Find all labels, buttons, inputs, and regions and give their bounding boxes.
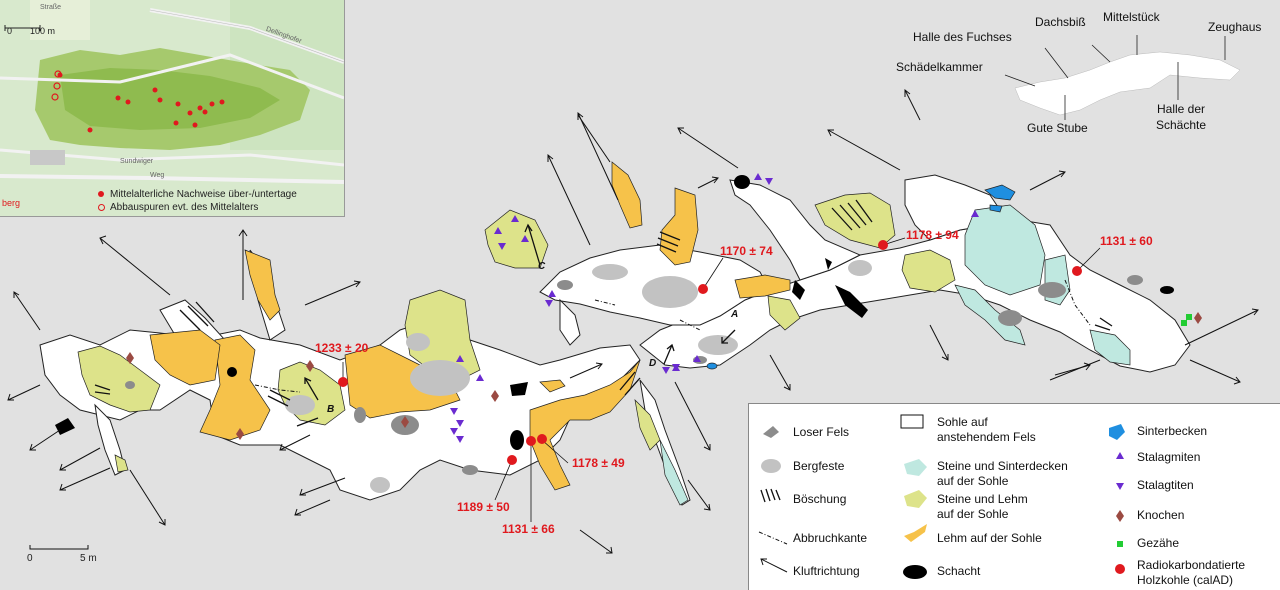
legend-steine-lehm-1: Steine und Lehm [937,492,1028,506]
legend-stalagmiten: Stalagmiten [1137,450,1201,464]
legend-knochen: Knochen [1137,508,1185,522]
legend-steine-lehm-2: auf der Sohle [937,507,1009,521]
legend-lehm: Lehm auf der Sohle [937,531,1042,545]
shafts [55,175,1174,450]
legend-loser-fels: Loser Fels [793,425,850,439]
slopes [94,199,1113,407]
date-label-6: 1189 ± 50 [457,500,510,514]
steine-lehm-areas [77,192,956,473]
sinter-areas [659,204,1131,506]
point-label-a: A [731,309,739,320]
inset-legend-label-1: Mittelalterliche Nachweise über-/unterta… [110,189,297,200]
point-label-d: D [649,358,657,369]
inset-scale-label: 100 m [30,26,56,36]
inset-street-4: Weg [150,172,165,179]
legend-kluftrichtung: Kluftrichtung [793,564,860,578]
label-schaedelkammer: Schädelkammer [896,60,983,74]
date-label-2: 1170 ± 74 [720,244,773,258]
date-label-4: 1131 ± 60 [1100,234,1153,248]
legend-boeschung: Böschung [793,492,847,506]
label-schaechte: Schächte [1156,118,1207,132]
date-label-7: 1131 ± 66 [502,522,555,536]
legend-stalagtiten: Stalagtiten [1137,478,1194,492]
label-halle-des-fuchses: Halle des Fuchses [913,30,1012,44]
legend-panel: Loser Fels Bergfeste Böschung Abbruchkan… [748,403,1280,590]
legend-sinterbecken: Sinterbecken [1137,424,1208,438]
breakoff-edges [254,279,1091,393]
lehm-areas [149,161,791,491]
bones [126,312,1202,440]
inset-street-3: Sundwiger [120,158,154,165]
tools [1181,314,1192,326]
legend-abbruchkante: Abbruchkante [793,531,868,545]
sinter-pools [706,184,1016,370]
legend-sohle-1: Sohle auf [937,415,988,429]
legend-sohle-2: anstehendem Fels [937,430,1036,444]
legend-bergfeste: Bergfeste [793,459,845,473]
inset-map: 0 100 m Straße Dellinghofer Sundwiger We… [0,0,345,217]
inset-legend-item-2: Abbauspuren evt. des Mittelalters [98,201,297,214]
stalagmites [456,173,979,381]
date-label-1: 1233 ± 20 [315,341,369,355]
legend-schacht: Schacht [937,564,981,578]
legend-symbols [758,414,1125,579]
inset-legend-label-2: Abbauspuren evt. des Mittelalters [110,202,259,213]
red-circle-icon [98,203,105,211]
date-label-3: 1178 ± 94 [906,228,959,242]
scale-zero: 0 [27,553,33,564]
point-label-c: C [538,261,546,272]
inset-terrain [0,0,344,216]
inset-legend: Mittelalterliche Nachweise über-/unterta… [98,188,297,214]
scale-bar [29,545,89,550]
legend-sinterdecken-2: auf der Sohle [937,474,1009,488]
label-zeughaus: Zeughaus [1208,20,1262,34]
bergfeste [285,260,872,493]
radiocarbon-dots [338,237,1101,522]
overview-silhouette [1004,35,1241,120]
inset-street-1: Straße [40,4,62,11]
label-halle-der: Halle der [1157,102,1206,116]
label-mittelstueck: Mittelstück [1103,10,1160,24]
label-halle-der-schaechte: Halle der Schächte [1156,101,1206,133]
legend-radiokarbon-1: Radiokarbondatierte [1137,558,1246,572]
label-gute-stube: Gute Stube [1027,121,1088,135]
fault-direction-arrows [7,88,1259,554]
inset-legend-item-1: Mittelalterliche Nachweise über-/unterta… [98,188,297,201]
legend-sinterdecken-1: Steine und Sinterdecken [937,459,1068,473]
point-label-b: B [327,404,335,415]
legend-radiokarbon-2: Holzkohle (calAD) [1137,573,1234,587]
red-dot-icon [98,191,104,198]
label-dachsbiss: Dachsbiß [1035,15,1086,29]
point-arrows [296,223,736,427]
inset-scale-zero: 0 [7,26,13,36]
loose-rock [125,275,1143,475]
scale-label: 5 m [80,553,97,564]
legend-gezaehe: Gezähe [1137,536,1180,550]
inset-corner-text: berg [2,198,21,208]
stalactites [450,178,773,443]
date-label-5: 1178 ± 49 [572,456,625,470]
